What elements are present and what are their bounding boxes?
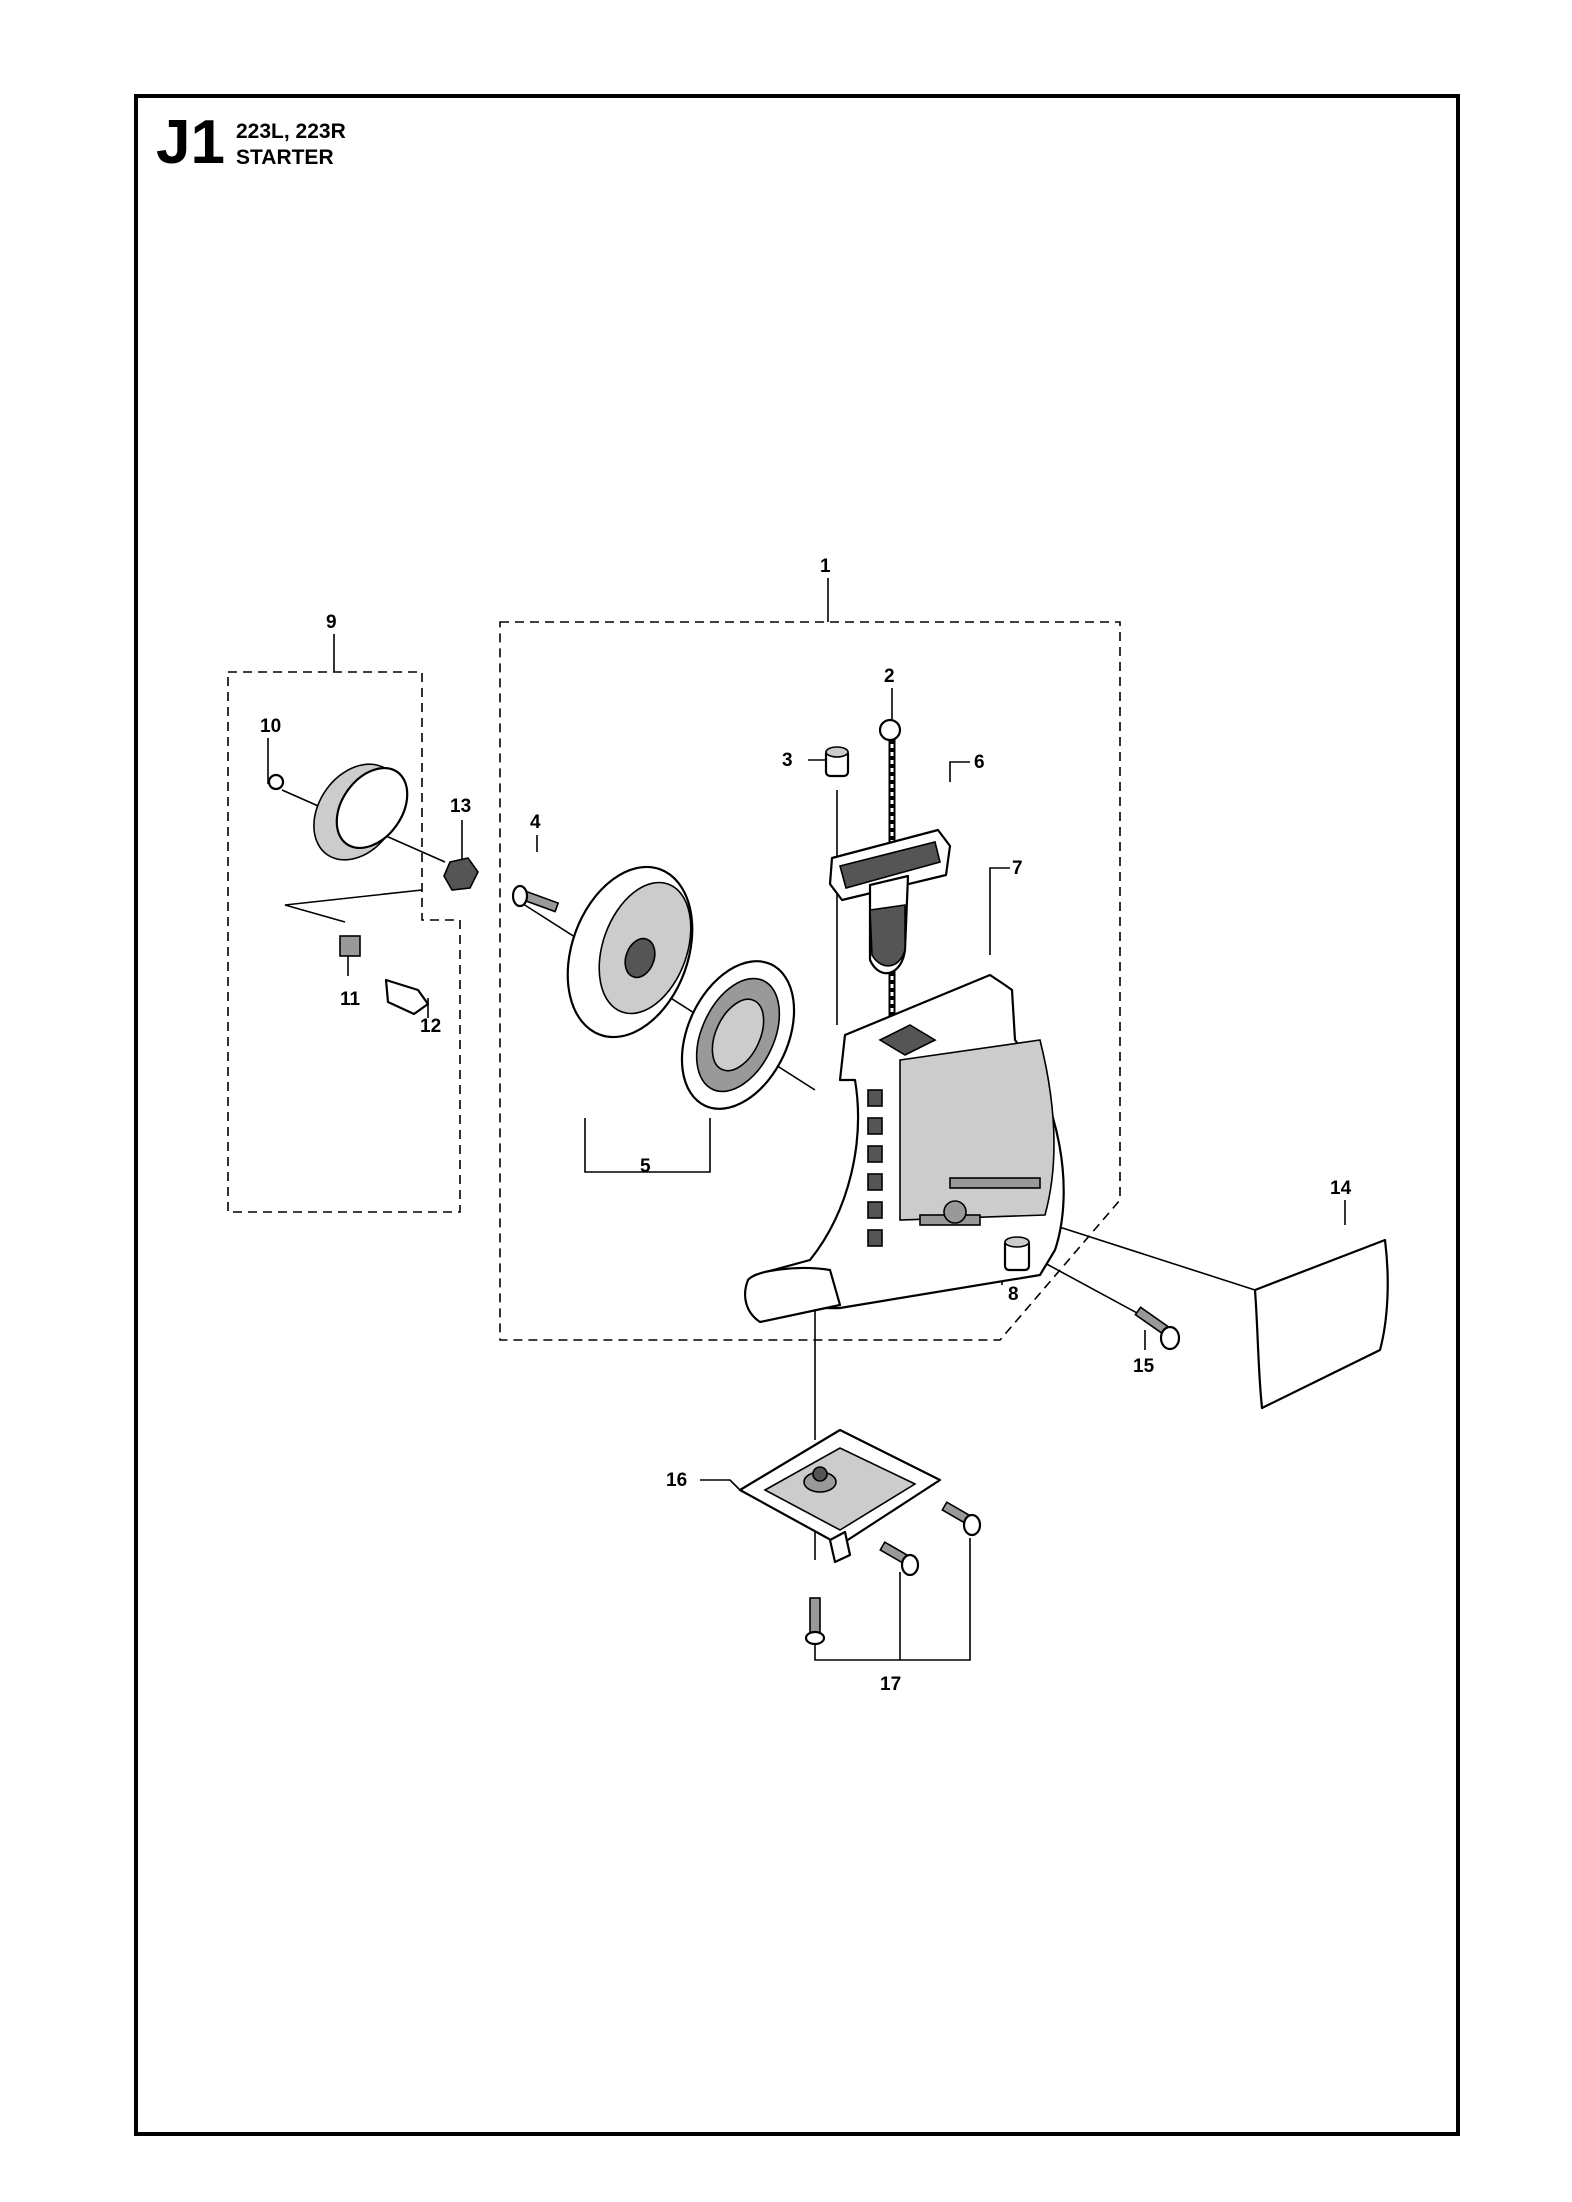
callout-3: 3: [782, 750, 793, 771]
spring-part-11: [339, 935, 361, 957]
callout-8: 8: [1008, 1284, 1019, 1305]
bushing-part-3: [824, 746, 850, 778]
pawl-assembly-part-9: [267, 763, 479, 1016]
model-label: 223L, 223R: [236, 120, 346, 143]
section-code: J1: [156, 108, 225, 177]
callout-7: 7: [1012, 858, 1023, 879]
assembly-box-9: [227, 671, 461, 1213]
callout-1: 1: [820, 556, 831, 577]
callout-14: 14: [1330, 1178, 1352, 1199]
nut-part-13: [443, 857, 479, 891]
callout-13: 13: [450, 796, 471, 817]
callout-15: 15: [1133, 1356, 1155, 1377]
callout-2: 2: [884, 666, 895, 687]
callout-9: 9: [326, 612, 337, 633]
screws-part-17: [804, 1501, 982, 1646]
sleeve-part-8: [1003, 1236, 1031, 1272]
callout-11: 11: [340, 989, 361, 1010]
section-title: STARTER: [236, 146, 334, 169]
callout-12: 12: [420, 1016, 441, 1037]
page-frame: [134, 94, 1460, 2136]
bracket-part-16: [738, 1428, 942, 1564]
callout-17: 17: [880, 1674, 901, 1695]
callout-4: 4: [530, 812, 541, 833]
starter-rope-handle: [828, 718, 952, 1040]
circlip-part-10: [267, 773, 285, 791]
assembly-box-1: [499, 621, 1121, 1341]
pulley-part-5: [566, 865, 796, 1110]
callout-10: 10: [260, 716, 281, 737]
starter-housing-part-7: [744, 973, 1065, 1324]
pawl-part-12: [384, 978, 430, 1016]
screw-part-4: [511, 884, 560, 913]
callout-5: 5: [640, 1156, 651, 1177]
callout-16: 16: [666, 1470, 687, 1491]
callout-labels: 1 2 3 4 5 6 7 8 9 10 11 12 13 14 15 16 1…: [260, 556, 1352, 1695]
callout-6: 6: [974, 752, 985, 773]
screw-part-15: [1134, 1306, 1181, 1351]
decal-part-14: [1253, 1238, 1389, 1410]
